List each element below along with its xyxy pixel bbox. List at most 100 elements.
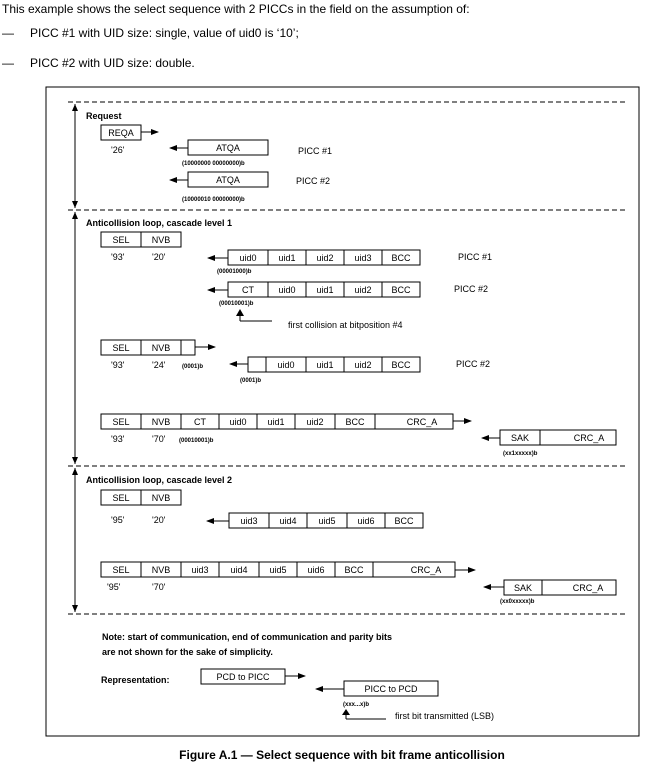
- atqa-box-picc1: [187, 139, 269, 156]
- picc2-label: PICC #2: [296, 176, 330, 186]
- frame-cell-label: CRC_A: [407, 417, 438, 427]
- sak-label: SAK: [514, 583, 532, 593]
- frame-bits: (00010001)b: [179, 438, 214, 444]
- legend-first-bit-label: first bit transmitted (LSB): [395, 711, 494, 721]
- reqa-label: REQA: [108, 128, 134, 138]
- legend-representation-label: Representation:: [101, 675, 170, 685]
- frame-cell-label: uid4: [279, 516, 296, 526]
- frame-cell: [384, 512, 424, 529]
- frame-cell-label: BCC: [391, 253, 411, 263]
- frame-cell-label: BCC: [344, 565, 364, 575]
- cmd-bits: (0001)b: [182, 364, 203, 370]
- note-line-2: are not shown for the sake of simplicity…: [102, 647, 273, 657]
- time-axis-arrows: [72, 104, 78, 612]
- collision-marker: [236, 309, 272, 322]
- partial-bits-box: [180, 339, 196, 356]
- frame-cell-label: uid5: [318, 516, 335, 526]
- first-bit-marker: [342, 709, 386, 720]
- frame-cell-label: uid2: [354, 360, 371, 370]
- cmd-nvb-label: NVB: [152, 343, 171, 353]
- atqa-label-picc2: ATQA: [216, 175, 240, 185]
- frame-cell-label: uid5: [269, 565, 286, 575]
- cmd-nvb-value: '24': [152, 360, 166, 370]
- frame-bits: (00010001)b: [219, 301, 254, 307]
- frame-cell-label: uid0: [229, 417, 246, 427]
- frame-cell-label: uid1: [267, 417, 284, 427]
- reqa-value: '26': [111, 145, 125, 155]
- atqa-bits-picc2: (10000010 00000000)b: [182, 197, 245, 203]
- picc1-label: PICC #1: [298, 146, 332, 156]
- frame-cell: [381, 356, 421, 373]
- intro-item-picc2: —PICC #2 with UID size: double.: [2, 56, 195, 70]
- intro-item-picc1-text: PICC #1 with UID size: single, value of …: [30, 26, 299, 40]
- cmd-sel-value: '93': [111, 360, 125, 370]
- frame-cell-label: uid6: [307, 565, 324, 575]
- picc2-label: PICC #2: [454, 284, 488, 294]
- frame-cell-label: uid6: [357, 516, 374, 526]
- picc2-label: PICC #2: [456, 359, 490, 369]
- atqa-box-picc2: [187, 171, 269, 188]
- frame-cell-label: uid2: [306, 417, 323, 427]
- frame-cell-label: NVB: [152, 417, 171, 427]
- cmd-nvb-box: [140, 489, 182, 506]
- sak-bits: (xx0xxxxx)b: [500, 599, 535, 605]
- sak-label: SAK: [511, 433, 529, 443]
- intro-text: This example shows the select sequence w…: [2, 2, 470, 16]
- intro-item-picc2-text: PICC #2 with UID size: double.: [30, 56, 195, 70]
- frame-cell-label: uid4: [230, 565, 247, 575]
- frame-cell-label: uid2: [354, 285, 371, 295]
- frame-cell-label: uid1: [316, 360, 333, 370]
- select-sel-value: '93': [111, 434, 125, 444]
- note-line-1: Note: start of communication, end of com…: [102, 632, 392, 642]
- cmd-nvb-label: NVB: [152, 235, 171, 245]
- intro-item-picc1: —PICC #1 with UID size: single, value of…: [2, 26, 299, 40]
- frame-cell-label: SEL: [112, 417, 129, 427]
- frame-cell-label: uid0: [239, 253, 256, 263]
- frame-cell: [381, 249, 421, 266]
- frame-cell-label: BCC: [391, 360, 411, 370]
- partial-bits-box: [247, 356, 267, 373]
- section-title-cascade-level-2: Anticollision loop, cascade level 2: [86, 475, 232, 485]
- frame-cell-label: uid1: [316, 285, 333, 295]
- frame-cell-label: uid3: [191, 565, 208, 575]
- cmd-sel-label: SEL: [112, 493, 129, 503]
- cmd-nvb-value: '20': [152, 252, 166, 262]
- select-nvb-value: '70': [152, 582, 166, 592]
- collision-note: first collision at bitposition #4: [288, 320, 403, 330]
- frame-cell-label: BCC: [391, 285, 411, 295]
- figure-frame: [45, 86, 640, 737]
- figure-caption: Figure A.1 — Select sequence with bit fr…: [179, 748, 505, 762]
- frame-cell-label: NVB: [152, 565, 171, 575]
- frame-cell-label: uid3: [354, 253, 371, 263]
- frame-bits: (00001000)b: [217, 269, 252, 275]
- legend-bits: (xxx...x)b: [343, 702, 369, 708]
- frame-bits: (0001)b: [240, 378, 261, 384]
- section-title-request: Request: [86, 111, 122, 121]
- frame-cell-label: uid1: [278, 253, 295, 263]
- crc-label: CRC_A: [574, 433, 605, 443]
- frame-cell-label: uid0: [277, 360, 294, 370]
- frame-cell-label: CT: [242, 285, 254, 295]
- legend-pcd-to-picc-label: PCD to PICC: [216, 672, 270, 682]
- frame-cell-label: CT: [194, 417, 206, 427]
- frame-cell: [381, 281, 421, 298]
- cmd-sel-value: '93': [111, 252, 125, 262]
- frame-cell-label: uid0: [278, 285, 295, 295]
- legend-picc-to-pcd-box: [343, 680, 439, 697]
- frame-cell-label: CRC_A: [411, 565, 442, 575]
- atqa-label-picc1: ATQA: [216, 143, 240, 153]
- frame-cell-label: BCC: [345, 417, 365, 427]
- cmd-nvb-value: '20': [152, 515, 166, 525]
- frame-cell-label: BCC: [394, 516, 414, 526]
- picc1-label: PICC #1: [458, 252, 492, 262]
- cmd-nvb-box: [140, 231, 182, 248]
- frame-cell-label: SEL: [112, 565, 129, 575]
- frame-cell-label: uid3: [240, 516, 257, 526]
- select-sel-value: '95': [107, 582, 121, 592]
- sak-bits: (xx1xxxxx)b: [503, 451, 538, 457]
- select-nvb-value: '70': [152, 434, 166, 444]
- section-title-cascade-level-1: Anticollision loop, cascade level 1: [86, 218, 232, 228]
- frame-cell-label: uid2: [316, 253, 333, 263]
- cmd-sel-value: '95': [111, 515, 125, 525]
